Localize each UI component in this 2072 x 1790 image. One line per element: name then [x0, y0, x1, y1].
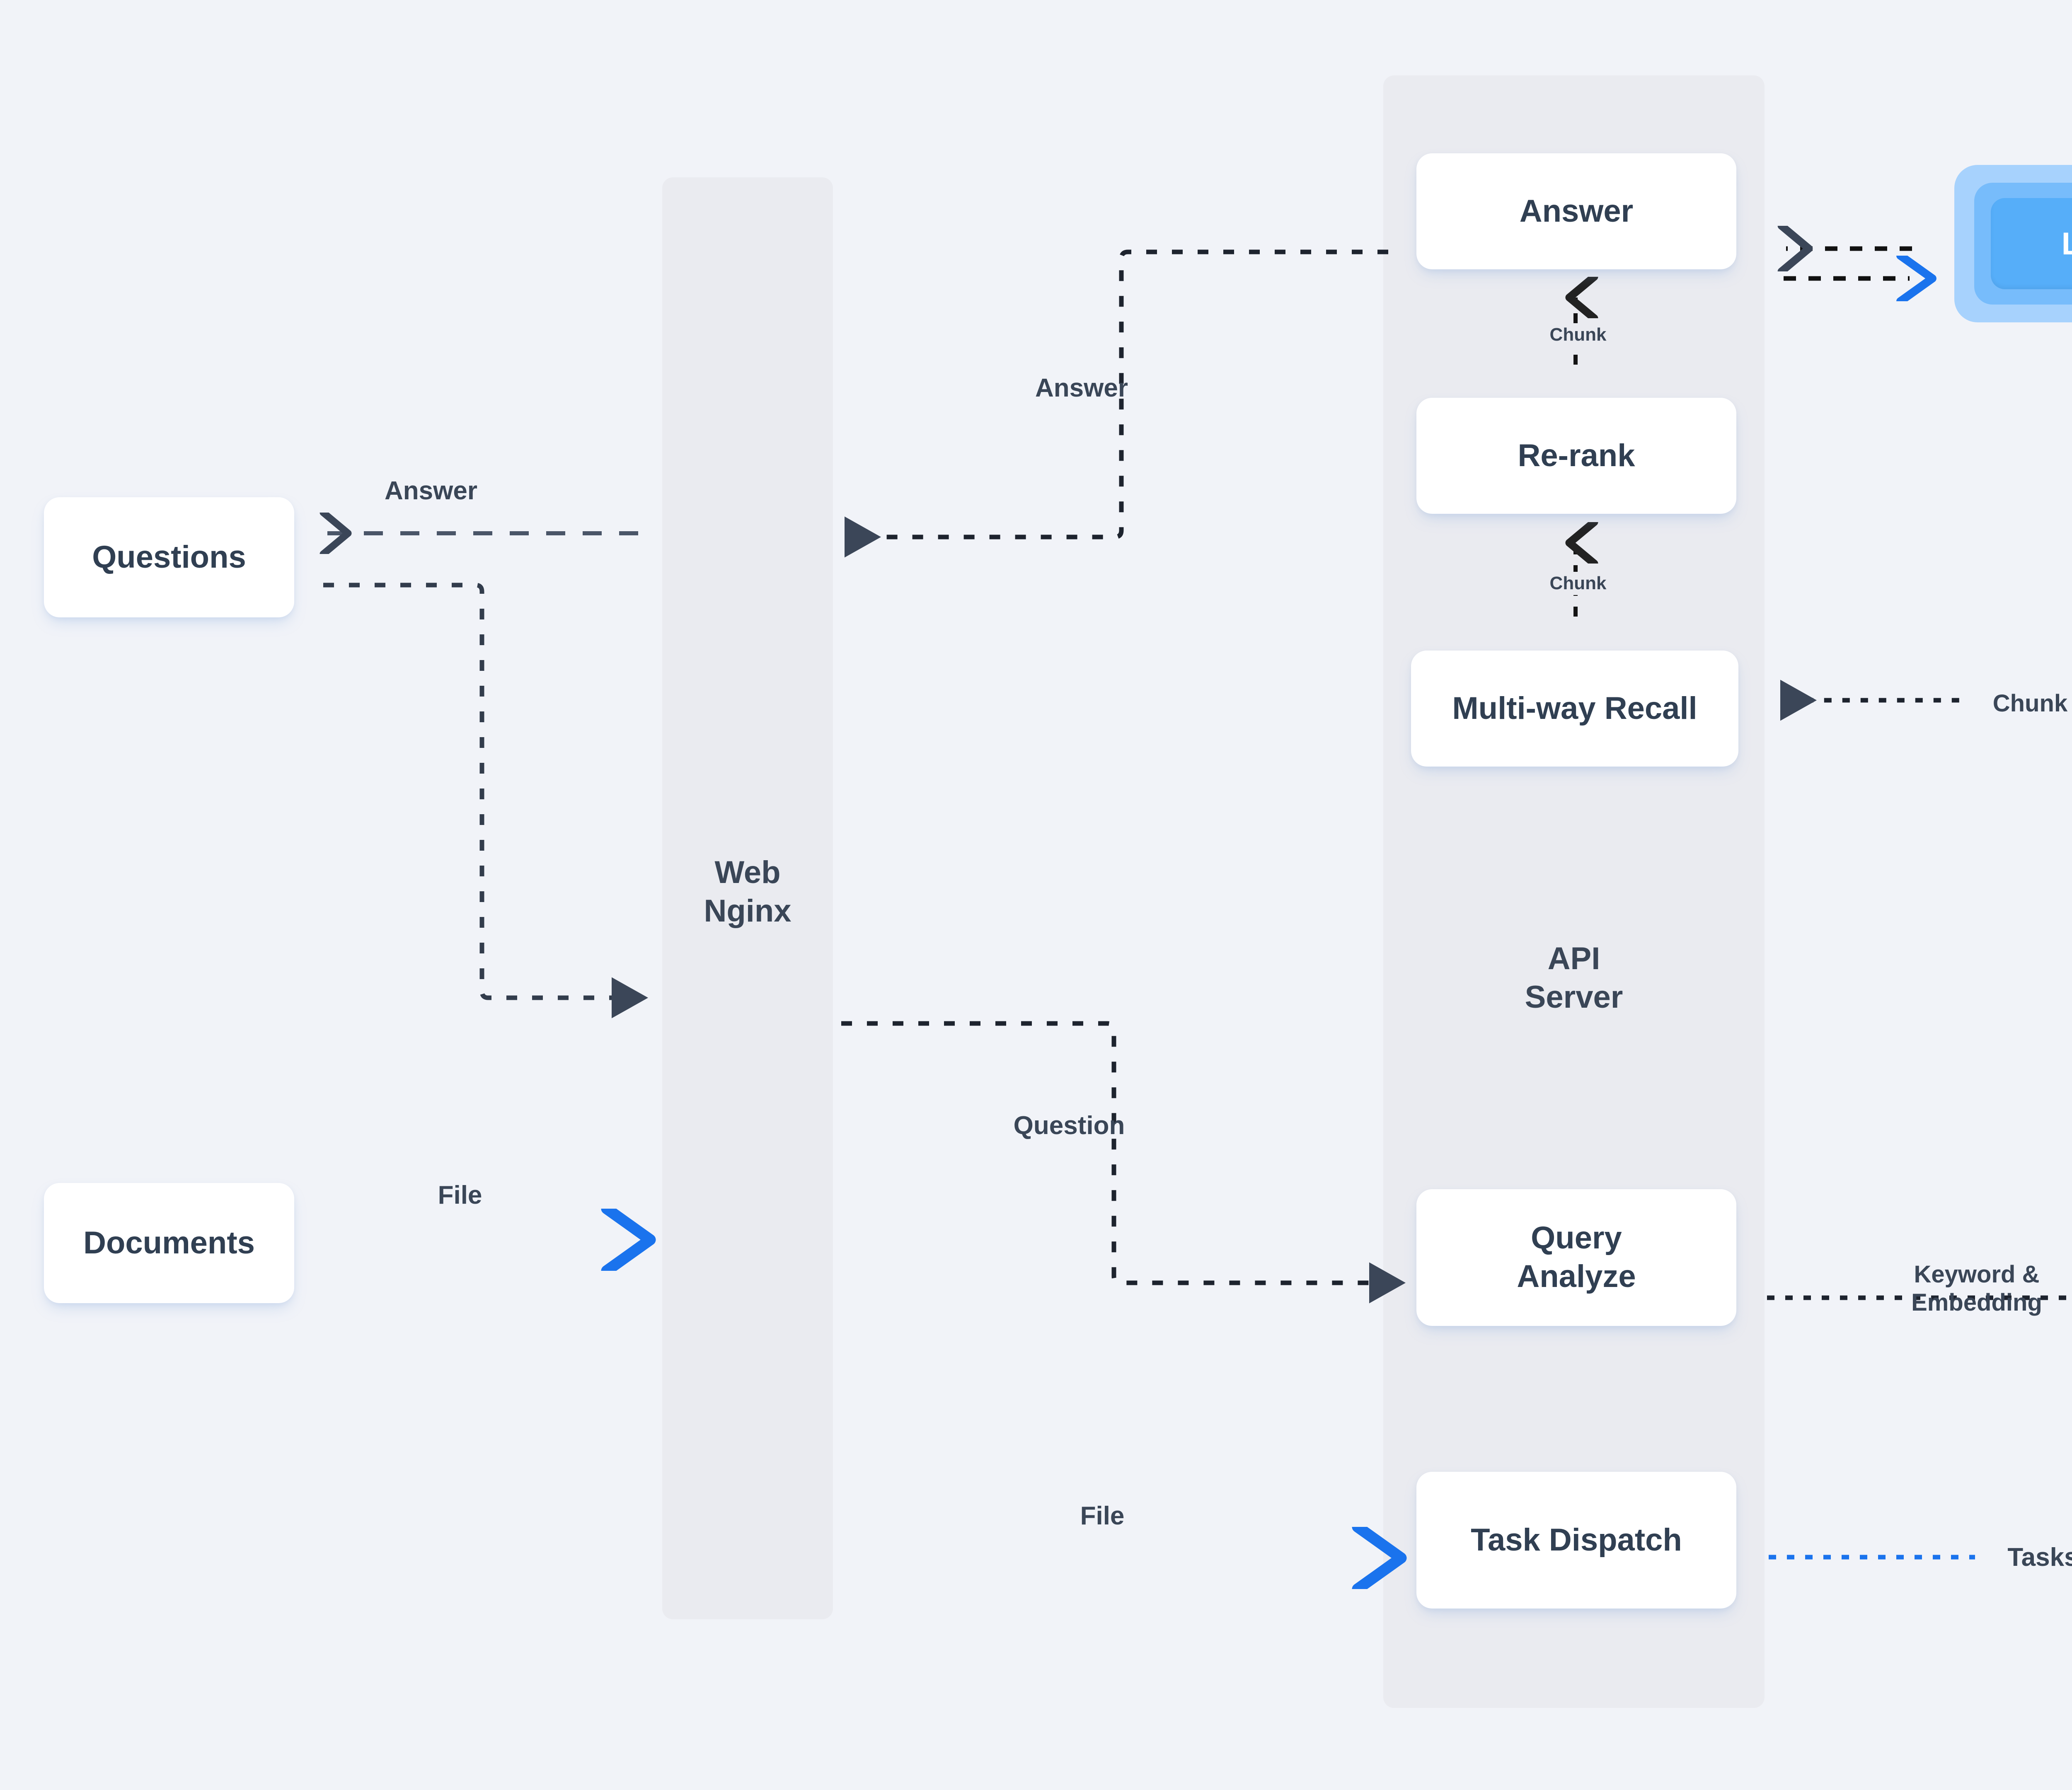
edge-label-chunk-recall-rerank: Chunk [1525, 572, 1631, 595]
label-api-server: API Server [1525, 941, 1623, 1015]
edge-label-file-dispatch: File [1080, 1502, 1125, 1530]
edge-label-answer-nginx: Answer [1035, 374, 1128, 402]
node-llms[interactable]: LLMs [1954, 165, 2072, 322]
edge-label-chunk-rerank-answer: Chunk [1525, 323, 1631, 346]
node-answer[interactable]: Answer [1416, 153, 1736, 269]
panel-web-nginx [662, 177, 833, 1619]
panel-api-server [1383, 75, 1765, 1708]
node-documents[interactable]: Documents [44, 1183, 294, 1303]
edge-label-chunk-db-recall: Chunk [1962, 687, 2072, 721]
edge-tasks-dispatch-to-db [1769, 1555, 2072, 1560]
label-web-nginx: Web Nginx [704, 855, 792, 929]
edge-label-question: Question [1013, 1111, 1125, 1140]
edge-label-keyword-embedding: Keyword & Embedding [1911, 1261, 2042, 1316]
edge-label-answer-client: Answer [385, 477, 477, 505]
edge-questions-to-nginx [323, 583, 648, 1018]
node-query-analyze[interactable]: Query Analyze [1416, 1189, 1736, 1326]
node-rerank[interactable]: Re-rank [1416, 398, 1736, 514]
node-task-dispatch[interactable]: Task Dispatch [1416, 1472, 1736, 1609]
edge-label-tasks: Tasks [1975, 1540, 2072, 1575]
llms-mid-layer: LLMs [1974, 183, 2072, 305]
llms-label: LLMs [1991, 198, 2072, 289]
node-multi-way-recall[interactable]: Multi-way Recall [1411, 651, 1738, 767]
edge-question-to-query-analyze [841, 1021, 1406, 1304]
node-questions[interactable]: Questions [44, 497, 294, 617]
edge-label-file-documents: File [438, 1181, 482, 1209]
